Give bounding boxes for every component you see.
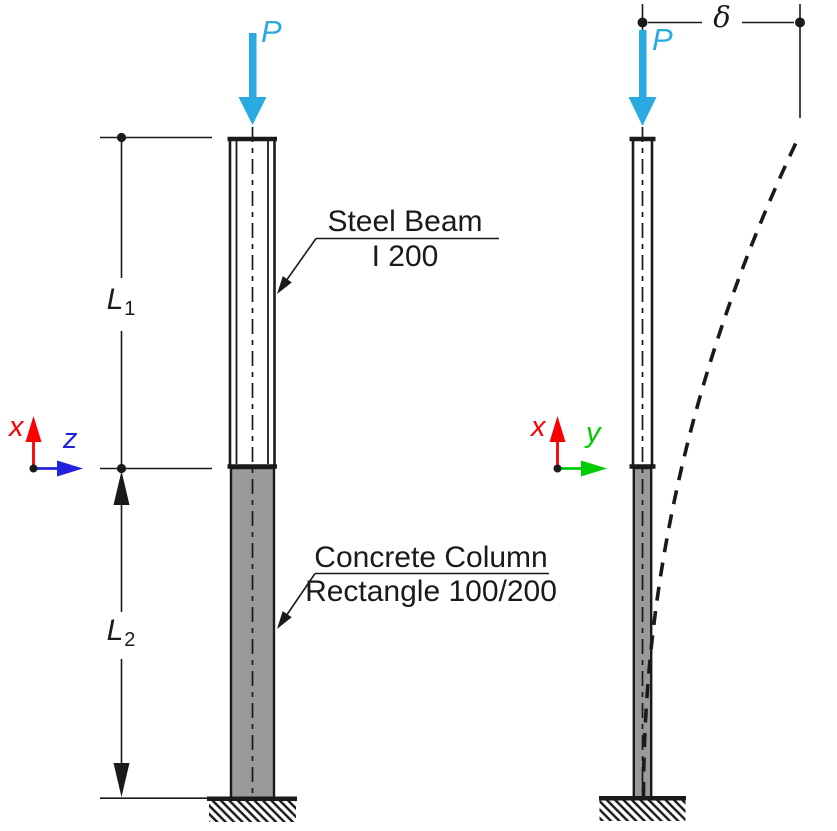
right-ground-hatch <box>599 800 686 821</box>
dimension-label-l2-base: L <box>106 614 124 647</box>
left-figure <box>25 33 549 822</box>
steel-beam-callout-line2: I 200 <box>371 240 439 273</box>
left-concrete-column-leader <box>277 572 549 629</box>
delta-dimension <box>637 4 805 118</box>
left-axis-x-label: x <box>9 411 24 443</box>
right-axes-origin-dot <box>553 464 562 473</box>
steel-beam-callout-line1: Steel Beam <box>327 205 483 238</box>
right-axis-y-label: y <box>586 417 601 449</box>
dimension-label-l2-sub: 2 <box>124 629 136 651</box>
left-dimension-line-l1 <box>116 132 127 474</box>
left-load-label: P <box>261 14 282 49</box>
right-deflection-curve <box>641 136 801 797</box>
concrete-column-callout-line1: Concrete Column <box>314 541 548 574</box>
right-axis-x-label: x <box>531 411 546 443</box>
left-axis-z-arrow <box>35 460 83 477</box>
right-axes <box>549 416 607 477</box>
dimension-label-l1-sub: 1 <box>124 298 136 320</box>
left-ground-hatch <box>209 801 296 822</box>
left-steel-beam-leader <box>277 237 499 294</box>
dimension-label-l2: L2 <box>96 614 146 651</box>
right-load-label: P <box>652 22 673 57</box>
dimension-label-l1: L1 <box>96 283 146 320</box>
left-axis-z-label: z <box>63 423 78 455</box>
dimension-label-l1-base: L <box>106 283 124 316</box>
left-ground-support <box>100 796 297 822</box>
right-axis-x-arrow <box>549 416 566 467</box>
left-axis-x-arrow <box>25 416 42 467</box>
right-figure <box>549 4 805 821</box>
left-axes-origin-dot <box>29 464 38 473</box>
left-dimension-line-l2 <box>113 471 130 797</box>
deflection-delta-label: δ <box>713 0 731 34</box>
concrete-column-callout-line2: Rectangle 100/200 <box>305 575 557 608</box>
left-steel-beam-outline <box>227 136 277 465</box>
left-axes <box>25 416 83 477</box>
right-load-arrow <box>628 30 657 126</box>
right-axis-y-arrow <box>559 460 607 477</box>
right-ground-support <box>599 796 686 821</box>
left-load-arrow <box>238 33 267 125</box>
